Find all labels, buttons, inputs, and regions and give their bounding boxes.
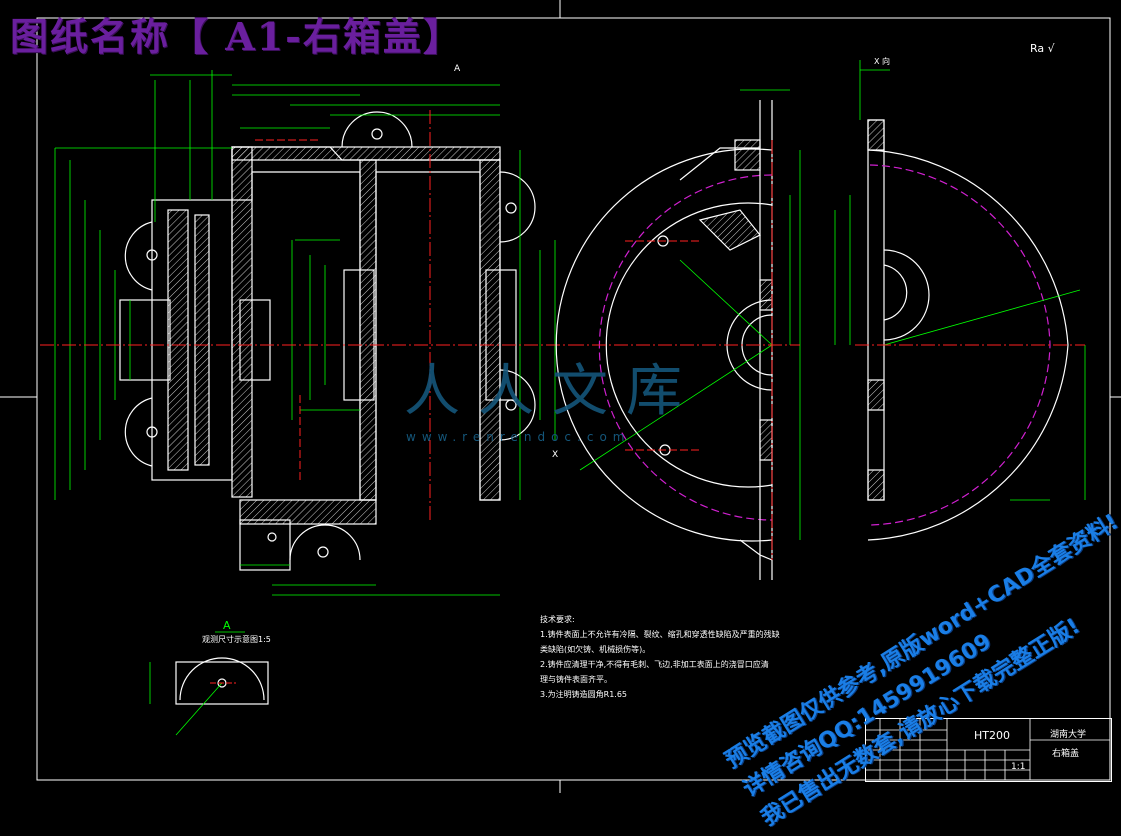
tech-item: 2.铸件应清理干净,不得有毛刺、飞边,非加工表面上的浇冒口应清: [540, 660, 769, 669]
org-name: 湖南大学: [1050, 730, 1087, 740]
watermark-logo: 人人文库: [404, 359, 700, 424]
detail-sublabel: 观测尺寸示意图1:5: [202, 635, 271, 644]
drawing-border: [36, 17, 1111, 781]
part-name: 右箱盖: [1052, 749, 1080, 759]
tech-item: 类缺陷(如欠铸、机械损伤等)。: [540, 645, 651, 654]
tech-heading: 技术要求:: [540, 615, 575, 624]
circular-view: [555, 100, 773, 580]
section-marker-top: A: [454, 64, 461, 74]
circular-centerlines: [570, 140, 800, 560]
detail-dims: [149, 631, 245, 736]
scale: 1:1: [1011, 762, 1026, 772]
detail-label: A: [223, 619, 231, 632]
watermark-url: www.renrendoc.com: [406, 430, 631, 444]
title-block-lines: [865, 718, 1110, 780]
title-block: HT200 湖南大学 右箱盖 1:1: [865, 718, 1112, 782]
side-dims: [834, 60, 1086, 501]
drawing-title: 图纸名称【 A1-右箱盖】: [10, 14, 463, 59]
section-marker-x: X: [552, 450, 559, 460]
roughness-mark: Ra √: [1030, 42, 1055, 55]
tech-item: 理与铸件表面齐平。: [540, 675, 612, 684]
drawing-canvas: [0, 0, 1121, 793]
section-view: [119, 111, 536, 571]
side-view: [867, 119, 1069, 541]
dimension-lines: [54, 70, 556, 596]
view-label: X 向: [874, 57, 891, 66]
tech-item: 1.铸件表面上不允许有冷隔、裂纹、缩孔和穿透性缺陷及严重的残缺: [540, 630, 780, 639]
part-code: HT200: [974, 729, 1010, 742]
tech-item: 3.为注明铸造圆角R1.65: [540, 690, 628, 699]
detail-view-a: [175, 657, 269, 705]
tech-requirements: 技术要求: 1.铸件表面上不允许有冷隔、裂纹、缩孔和穿透性缺陷及严重的残缺 类缺…: [540, 612, 780, 702]
center-lines: [40, 110, 570, 520]
